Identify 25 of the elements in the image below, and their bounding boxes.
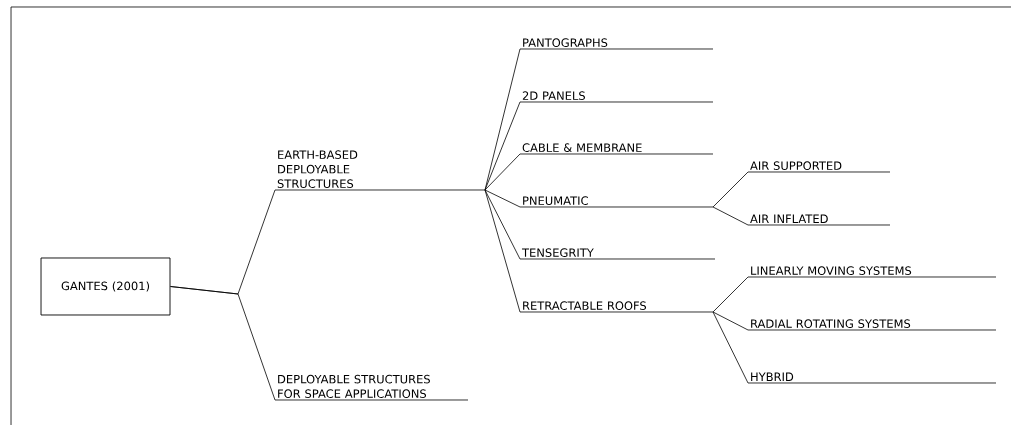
connector-line [484,189,521,260]
connector-line [484,153,521,191]
underlined-label: AIR INFLATED [747,214,891,226]
underlined-label: HYBRID [747,372,997,384]
connector-line [484,189,521,313]
text-box: GANTES (2001) [40,257,171,316]
connector-line [712,171,749,208]
underlined-label: EARTH-BASED DEPLOYABLE STRUCTURES [274,150,486,191]
underlined-label: RETRACTABLE ROOFS [519,301,714,313]
underlined-label: DEPLOYABLE STRUCTURES FOR SPACE APPLICATIONS [274,374,469,401]
underlined-label: LINEARLY MOVING SYSTEMS [747,266,997,278]
underlined-label: AIR SUPPORTED [747,161,891,173]
underlined-label: 2D PANELS [519,91,714,103]
connector-line [484,189,521,208]
connector-line [712,311,749,331]
underlined-label: PANTOGRAPHS [519,38,714,50]
underlined-label: TENSEGRITY [519,248,716,260]
connector-line [170,286,276,401]
connector-line [712,206,749,226]
underlined-label: PNEUMATIC [519,196,714,208]
underlined-label: CABLE & MEMBRANE [519,143,714,155]
underlined-label: RADIAL ROTATING SYSTEMS [747,319,997,331]
connector-line [712,276,749,313]
connector-line [484,101,521,191]
connector-line [712,311,749,384]
